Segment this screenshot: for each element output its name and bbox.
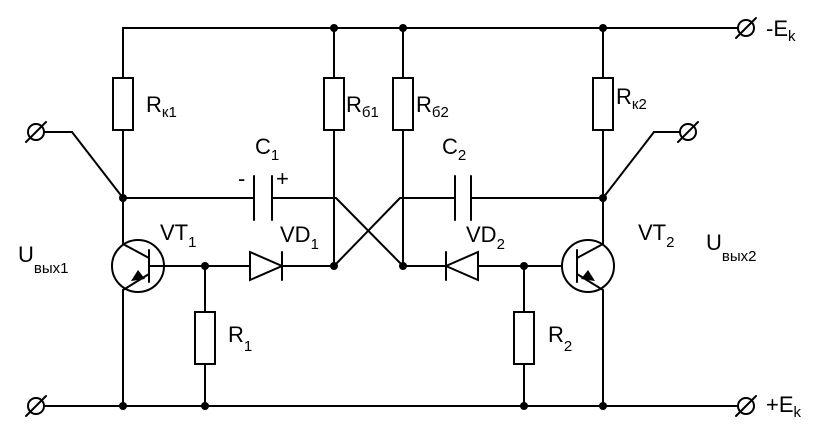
capacitor-c2 xyxy=(454,175,472,221)
label-rk1: Rк1 xyxy=(146,92,177,121)
diode-vd2 xyxy=(443,250,479,282)
wire-collector-right xyxy=(470,27,681,245)
label-c1-minus: - xyxy=(238,166,245,191)
wire-collector-left xyxy=(43,27,255,245)
label-r1: R1 xyxy=(228,322,252,355)
label-uout1: Uвых1 xyxy=(18,242,68,277)
label-rk2: Rк2 xyxy=(616,84,647,113)
terminal-neg-supply xyxy=(735,17,757,39)
resistor-rb1 xyxy=(323,77,345,131)
terminal-out2 xyxy=(677,121,699,143)
label-vt2: VT2 xyxy=(638,220,674,251)
diode-vd1 xyxy=(249,250,285,282)
label-c2: C2 xyxy=(442,134,466,164)
resistor-r2 xyxy=(513,311,535,365)
label-uout2: Uвых2 xyxy=(706,230,756,265)
label-c1-plus: + xyxy=(276,166,289,191)
cross-coupling-wires xyxy=(333,197,404,267)
transistor-vt2 xyxy=(561,239,615,407)
label-vt1: VT1 xyxy=(160,220,196,251)
label-vd2: VD2 xyxy=(466,222,505,253)
capacitor-c1 xyxy=(253,175,273,221)
transistor-vt1 xyxy=(111,239,165,407)
label-vd1: VD1 xyxy=(280,222,319,253)
resistor-rk2 xyxy=(592,77,614,131)
terminal-pos-supply-left xyxy=(25,395,47,417)
resistor-r1 xyxy=(194,311,216,365)
label-rb1: Rб1 xyxy=(346,92,379,121)
terminal-pos-supply-right xyxy=(735,395,757,417)
resistor-rk1 xyxy=(112,77,134,131)
junction-dots xyxy=(119,24,607,410)
label-r2: R2 xyxy=(548,322,572,355)
label-supply-pos: +Ek xyxy=(766,392,802,421)
label-supply-neg: -Ek xyxy=(766,16,796,45)
resistor-rb2 xyxy=(392,77,414,131)
label-rb2: Rб2 xyxy=(416,92,449,121)
label-c1: C1 xyxy=(255,134,279,164)
